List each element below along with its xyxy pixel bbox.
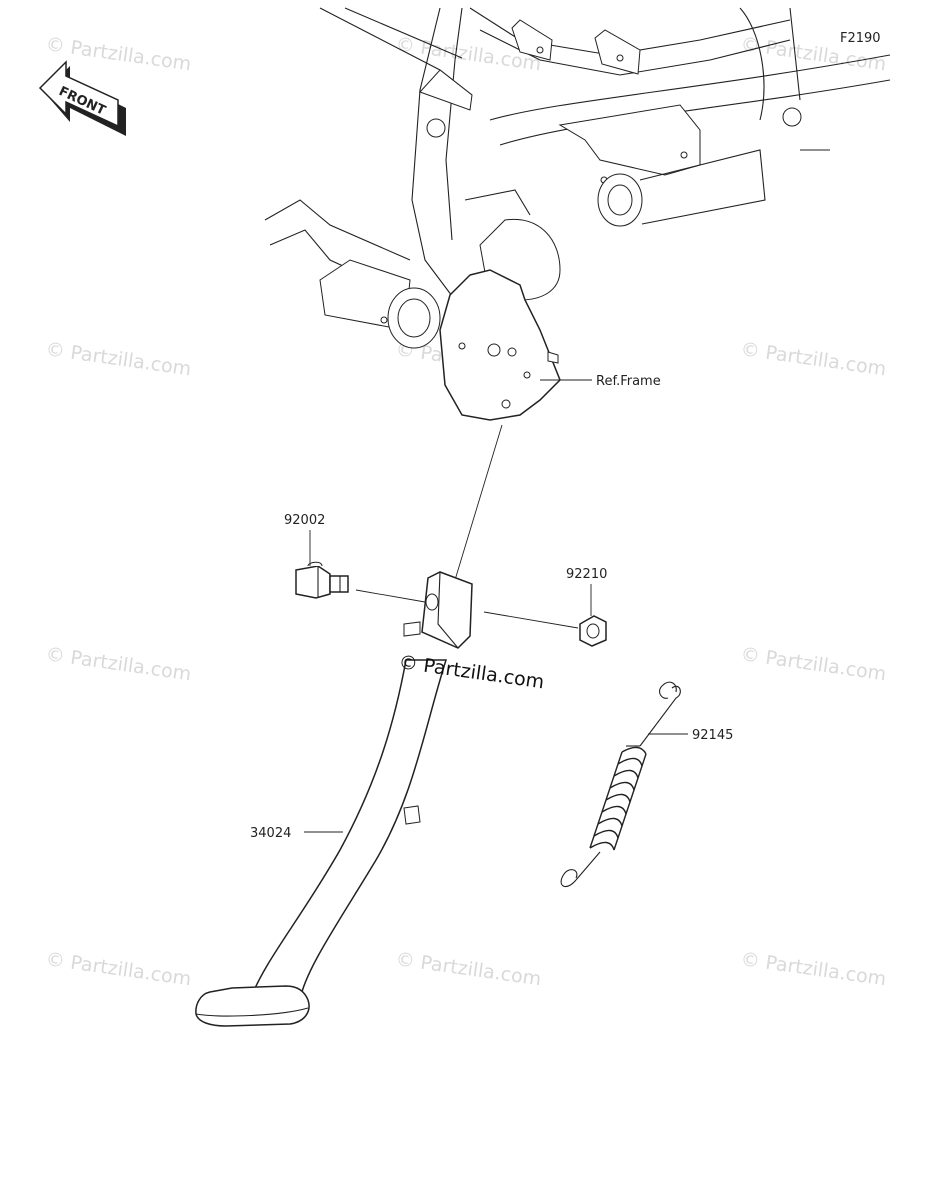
watermark: © Partzilla.com xyxy=(44,338,192,380)
ref-frame-label: Ref.Frame xyxy=(596,374,661,389)
bolt-92002[interactable] xyxy=(295,561,349,599)
watermark: © Partzilla.com xyxy=(739,948,887,990)
watermark: © Partzilla.com xyxy=(44,948,192,990)
part-label-92002[interactable]: 92002 xyxy=(284,513,325,528)
diagram-code: F2190 xyxy=(840,31,881,46)
watermark: © Partzilla.com xyxy=(44,643,192,685)
spring-92145[interactable] xyxy=(560,681,681,888)
part-label-92210[interactable]: 92210 xyxy=(566,567,607,582)
part-label-34024[interactable]: 34024 xyxy=(250,826,291,841)
front-arrow-icon: FRONT xyxy=(38,60,126,136)
nut-92210[interactable] xyxy=(579,615,607,647)
watermark-layer: © Partzilla.com © Partzilla.com © Partzi… xyxy=(44,33,887,990)
watermark: © Partzilla.com xyxy=(739,643,887,685)
part-label-92145[interactable]: 92145 xyxy=(692,728,733,743)
watermark: © Partzilla.com xyxy=(394,948,542,990)
watermark: © Partzilla.com xyxy=(739,338,887,380)
side-stand-34024[interactable] xyxy=(195,571,473,1027)
frame-drawing xyxy=(264,7,891,421)
